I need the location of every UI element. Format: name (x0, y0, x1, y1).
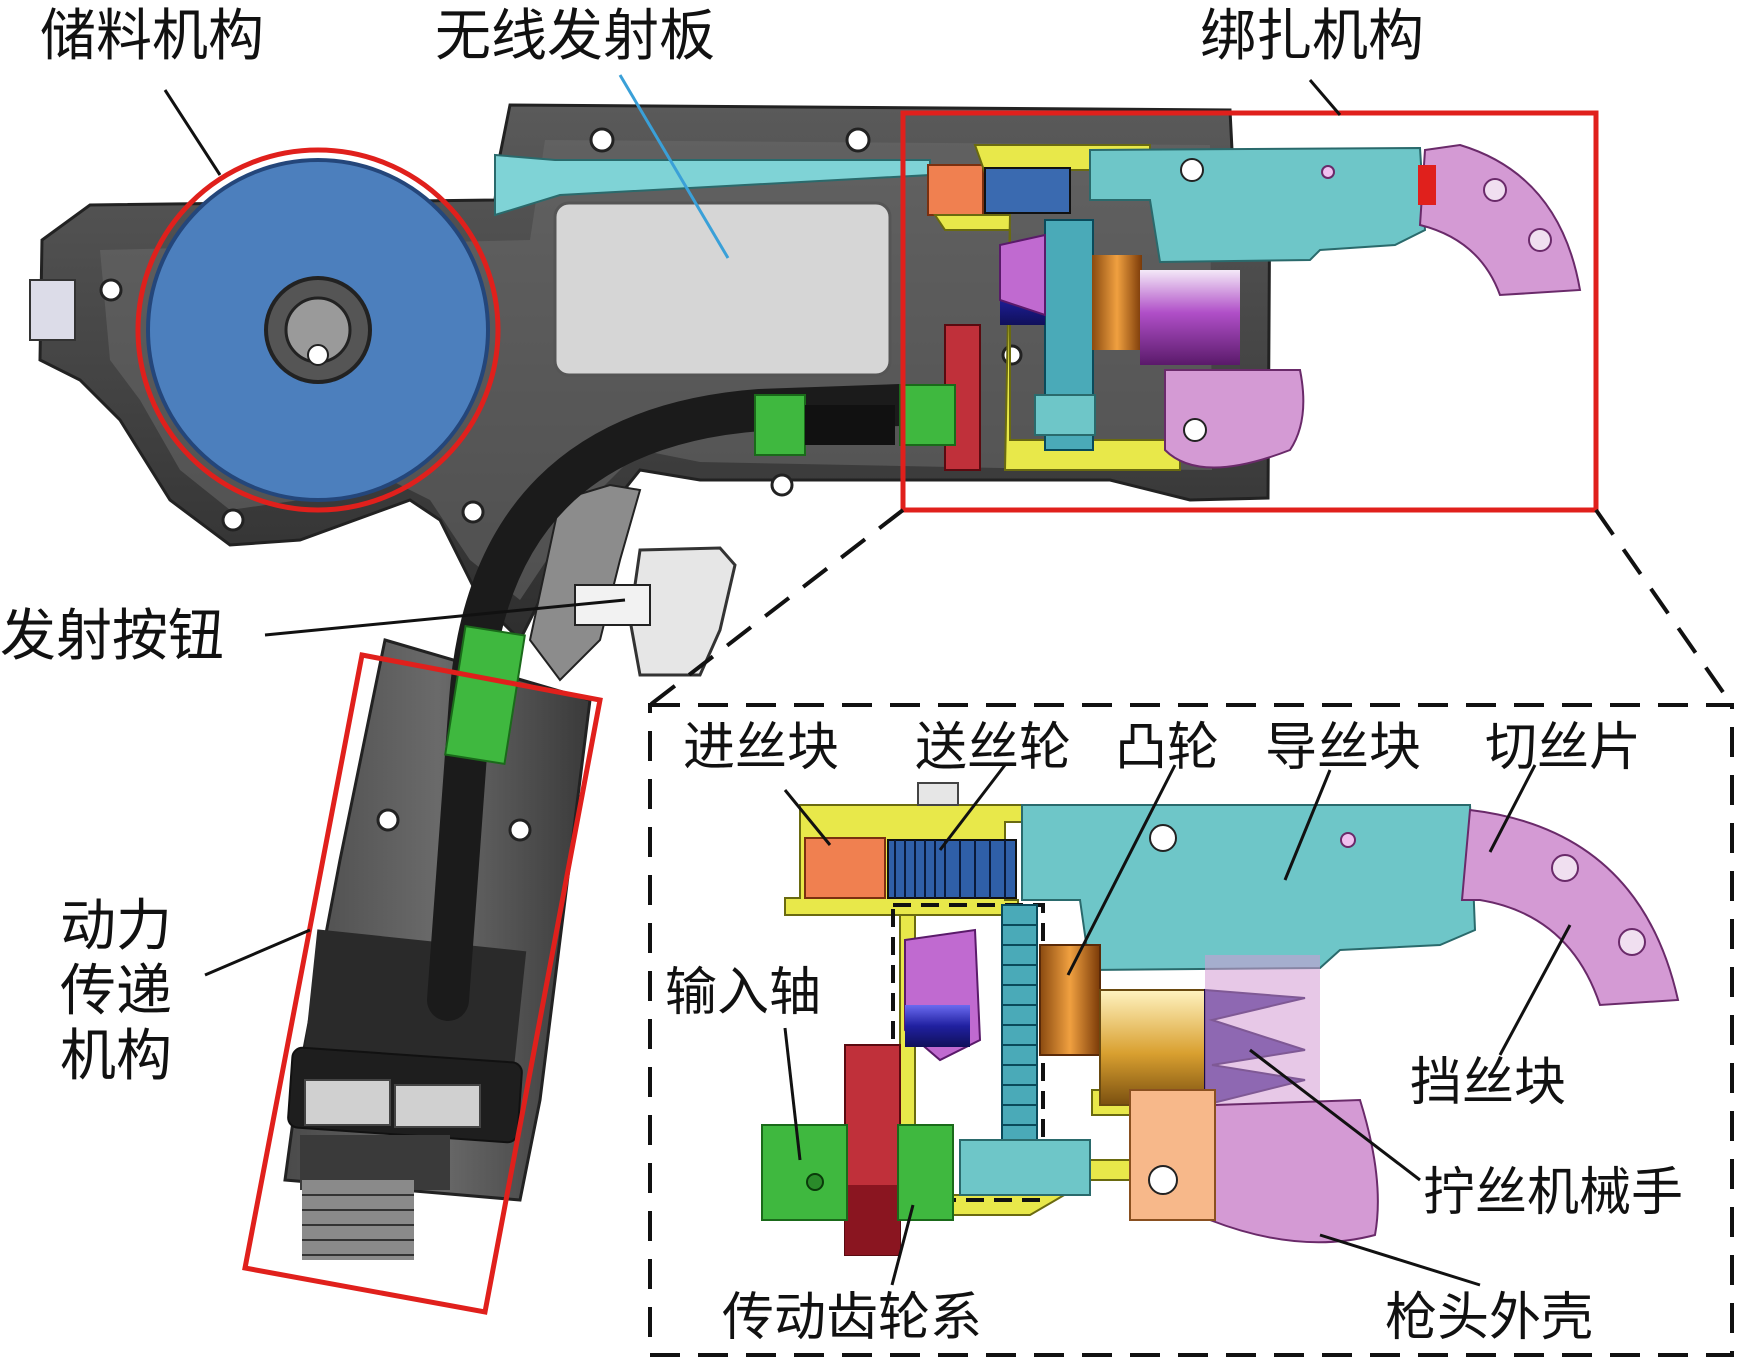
zoom-lines (648, 508, 1734, 1357)
spool (146, 158, 490, 502)
side-latch (29, 279, 76, 341)
shaft-green-sleeve-top (754, 394, 806, 456)
shaft-coupling (805, 405, 895, 445)
label-gun-shell: 枪头外壳 (1385, 1288, 1593, 1348)
detail-frame (648, 703, 1734, 1357)
label-cutter: 切丝片 (1485, 718, 1641, 778)
label-twist-arm: 拧丝机械手 (1423, 1163, 1683, 1223)
label-power-3: 机构 (60, 1024, 172, 1089)
screw-holes (99, 127, 1023, 842)
highlight-power (242, 652, 603, 1315)
trigger (628, 546, 737, 677)
highlight-binding (900, 110, 1599, 513)
highlight-storage (135, 147, 501, 513)
label-fire-button: 发射按钮 (0, 604, 224, 669)
labels: 储料机构 无线发射板 绑扎机构 发射按钮 动力 传递 机构 进丝块 送丝轮 凸轮… (0, 4, 1683, 1348)
wireless-board (553, 201, 892, 377)
leader-lines (163, 74, 1572, 1287)
label-cam: 凸轮 (1115, 718, 1219, 778)
shaft-green-sleeve-handle (444, 624, 526, 766)
label-guide-block: 导丝块 (1265, 718, 1421, 778)
label-wireless: 无线发射板 (435, 4, 715, 69)
battery-connector (287, 1046, 523, 1260)
highlight-boxes (135, 110, 1599, 1315)
label-feed-block: 进丝块 (683, 718, 839, 778)
binding-head (899, 143, 1582, 471)
label-storage: 储料机构 (40, 4, 264, 69)
label-power-1: 动力 (60, 894, 172, 959)
label-binding: 绑扎机构 (1200, 4, 1424, 69)
label-gear-train: 传动齿轮系 (722, 1288, 982, 1348)
label-power-2: 传递 (60, 959, 172, 1024)
label-stop-block: 挡丝块 (1410, 1053, 1566, 1113)
detail-view (761, 782, 1680, 1256)
label-input-shaft: 输入轴 (665, 963, 821, 1023)
label-feed-wheel: 送丝轮 (915, 718, 1071, 778)
